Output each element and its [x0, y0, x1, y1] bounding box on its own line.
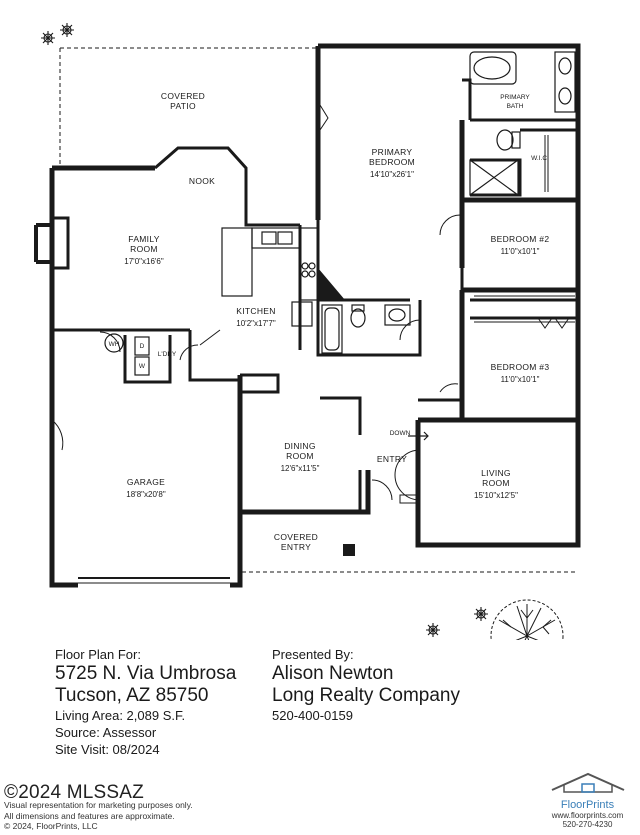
- kitchen-counters: [221, 227, 319, 327]
- brand-name: FloorPrints: [560, 799, 615, 811]
- family-room-label: FAMILY: [128, 234, 159, 244]
- family-room-label-2: ROOM: [130, 244, 158, 254]
- agent-phone: 520-400-0159: [272, 708, 353, 723]
- nook-label: NOOK: [189, 176, 215, 186]
- kitchen-corner-wall: [318, 268, 345, 300]
- wic-label: W.I.C.: [531, 155, 549, 162]
- nook-bay-wall: [154, 146, 300, 227]
- source: Source: Assessor: [55, 725, 157, 740]
- primary-bath-label: PRIMARY: [500, 94, 530, 101]
- living-room-label: LIVING: [481, 468, 511, 478]
- bedroom3-label: BEDROOM #3: [491, 362, 550, 372]
- bedroom2-dims: 11'0"x10'1": [501, 247, 540, 256]
- family-room-dims: 17'0"x16'6": [124, 257, 164, 266]
- primary-bath-label-2: BATH: [507, 103, 524, 110]
- doors: [51, 104, 570, 501]
- fireplace: [34, 216, 70, 270]
- disclaimer: Visual representation for marketing purp…: [4, 800, 193, 832]
- floorprints-brand: FloorPrints www.floorprints.com 520-270-…: [540, 770, 635, 829]
- primary-bath-fixtures: [469, 51, 576, 196]
- down-arrow: [408, 431, 429, 441]
- kitchen-dims: 10'2"x17'7": [236, 319, 276, 328]
- house-roof-logo-icon: [551, 772, 624, 793]
- water-heater-label: WH: [109, 341, 120, 348]
- living-room-label-2: ROOM: [482, 478, 510, 488]
- floor-plan-for-label: Floor Plan For:: [55, 647, 141, 662]
- primary-bedroom-label-2: BEDROOM: [369, 157, 415, 167]
- floor-plan: COVERED PATIO NOOK FAMILY ROOM 17'0"x16'…: [34, 23, 581, 640]
- bedroom2-label: BEDROOM #2: [491, 234, 550, 244]
- site-visit: Site Visit: 08/2024: [55, 742, 160, 757]
- company-name: Long Realty Company: [272, 685, 460, 706]
- garage-label: GARAGE: [127, 477, 165, 487]
- disclaimer-line2: All dimensions and features are approxim…: [4, 810, 175, 821]
- garage-dims: 18'8"x20'8": [126, 490, 166, 499]
- laundry-appliances: [104, 333, 150, 376]
- entry-bench: [399, 494, 419, 504]
- dining-room-label: DINING: [284, 441, 316, 451]
- entry-label: ENTRY: [377, 454, 407, 464]
- tree-icon: [490, 599, 564, 640]
- covered-entry-label: COVERED: [274, 532, 318, 542]
- address-line2: Tucson, AZ 85750: [55, 685, 209, 706]
- down-label: DOWN: [390, 430, 411, 437]
- living-room-dims: 15'10"x12'5": [474, 491, 518, 500]
- agent-info: Presented By: Alison Newton Long Realty …: [272, 646, 460, 724]
- address-line1: 5725 N. Via Umbrosa: [55, 663, 237, 684]
- primary-bedroom-dims: 14'10"x26'1": [370, 170, 414, 179]
- covered-entry-label-2: ENTRY: [281, 542, 311, 552]
- washer-label: W: [139, 363, 146, 370]
- disclaimer-line1: Visual representation for marketing purp…: [4, 800, 193, 810]
- closet-rods: [474, 135, 575, 323]
- dining-room-dims: 12'6"x11'5": [281, 464, 320, 473]
- dining-room-label-2: ROOM: [286, 451, 314, 461]
- dryer-label: D: [140, 343, 145, 350]
- exterior-walls: [49, 43, 581, 588]
- bedroom3-dims: 11'0"x10'1": [501, 375, 540, 384]
- plant-icons: [41, 23, 488, 637]
- living-area: Living Area: 2,089 S.F.: [55, 708, 186, 723]
- brand-url[interactable]: www.floorprints.com: [551, 811, 624, 820]
- agent-name: Alison Newton: [272, 663, 394, 684]
- patio-outline: [59, 47, 318, 168]
- covered-patio-label-2: PATIO: [170, 101, 196, 111]
- primary-bedroom-label: PRIMARY: [372, 147, 413, 157]
- hall-bath-fixtures: [321, 304, 411, 354]
- disclaimer-line3: © 2024, FloorPrints, LLC: [4, 821, 98, 831]
- column-post: [343, 544, 355, 556]
- mls-watermark: ©2024 MLSSAZ: [4, 782, 144, 803]
- kitchen-label: KITCHEN: [236, 306, 275, 316]
- presented-by-label: Presented By:: [272, 647, 354, 662]
- laundry-label: L'DRY: [158, 351, 177, 358]
- brand-phone: 520-270-4230: [562, 820, 613, 829]
- property-info: Floor Plan For: 5725 N. Via Umbrosa Tucs…: [55, 646, 236, 758]
- covered-patio-label: COVERED: [161, 91, 205, 101]
